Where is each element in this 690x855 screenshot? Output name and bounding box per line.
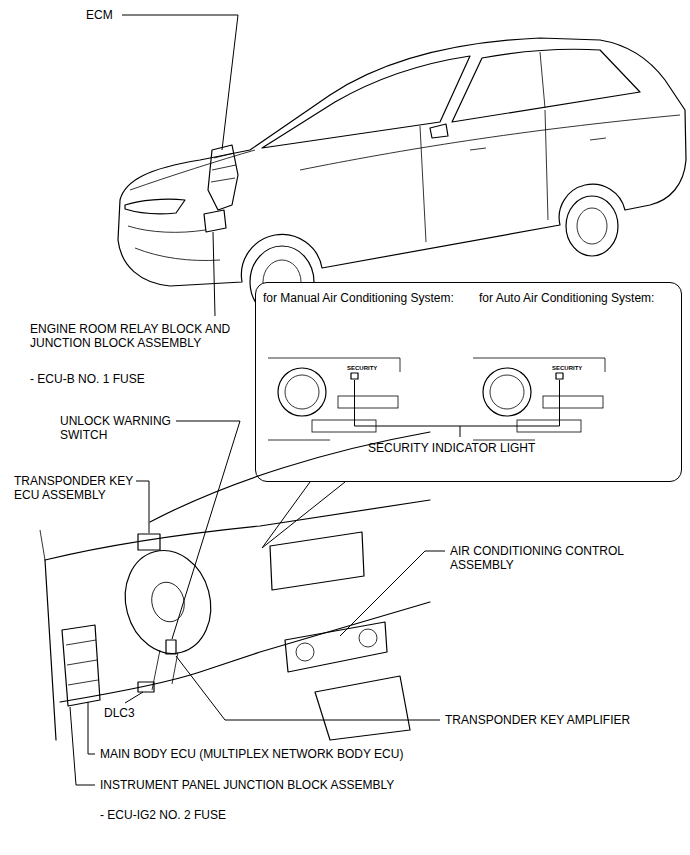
indicator-caption: SECURITY [552,365,582,372]
part-label: TRANSPONDER KEY AMPLIFIER [445,713,630,727]
part-label: ECM [86,8,113,22]
part-label: MAIN BODY ECU (MULTIPLEX NETWORK BODY EC… [100,747,403,761]
part-label: AIR CONDITIONING CONTROL ASSEMBLY [450,544,650,572]
part-label: - ECU-IG2 NO. 2 FUSE [100,808,226,822]
part-label: - ECU-B NO. 1 FUSE [30,372,145,386]
inset-text: for Manual Air Conditioning System: [263,291,458,305]
part-label: UNLOCK WARNING SWITCH [60,414,190,442]
indicator-caption: SECURITY [347,365,377,372]
control-panel-sketch [268,358,605,440]
part-label: INSTRUMENT PANEL JUNCTION BLOCK ASSEMBLY [100,778,394,792]
part-label: ENGINE ROOM RELAY BLOCK AND JUNCTION BLO… [30,322,265,350]
inset-panel: for Manual Air Conditioning System: for A… [255,282,682,482]
inset-text: for Auto Air Conditioning System: [479,291,674,305]
part-label: DLC3 [104,706,135,720]
inset-text: SECURITY INDICATOR LIGHT [368,441,535,455]
car-drawing [118,38,686,318]
part-label: TRANSPONDER KEY ECU ASSEMBLY [14,474,139,502]
leader-lines [70,15,445,785]
